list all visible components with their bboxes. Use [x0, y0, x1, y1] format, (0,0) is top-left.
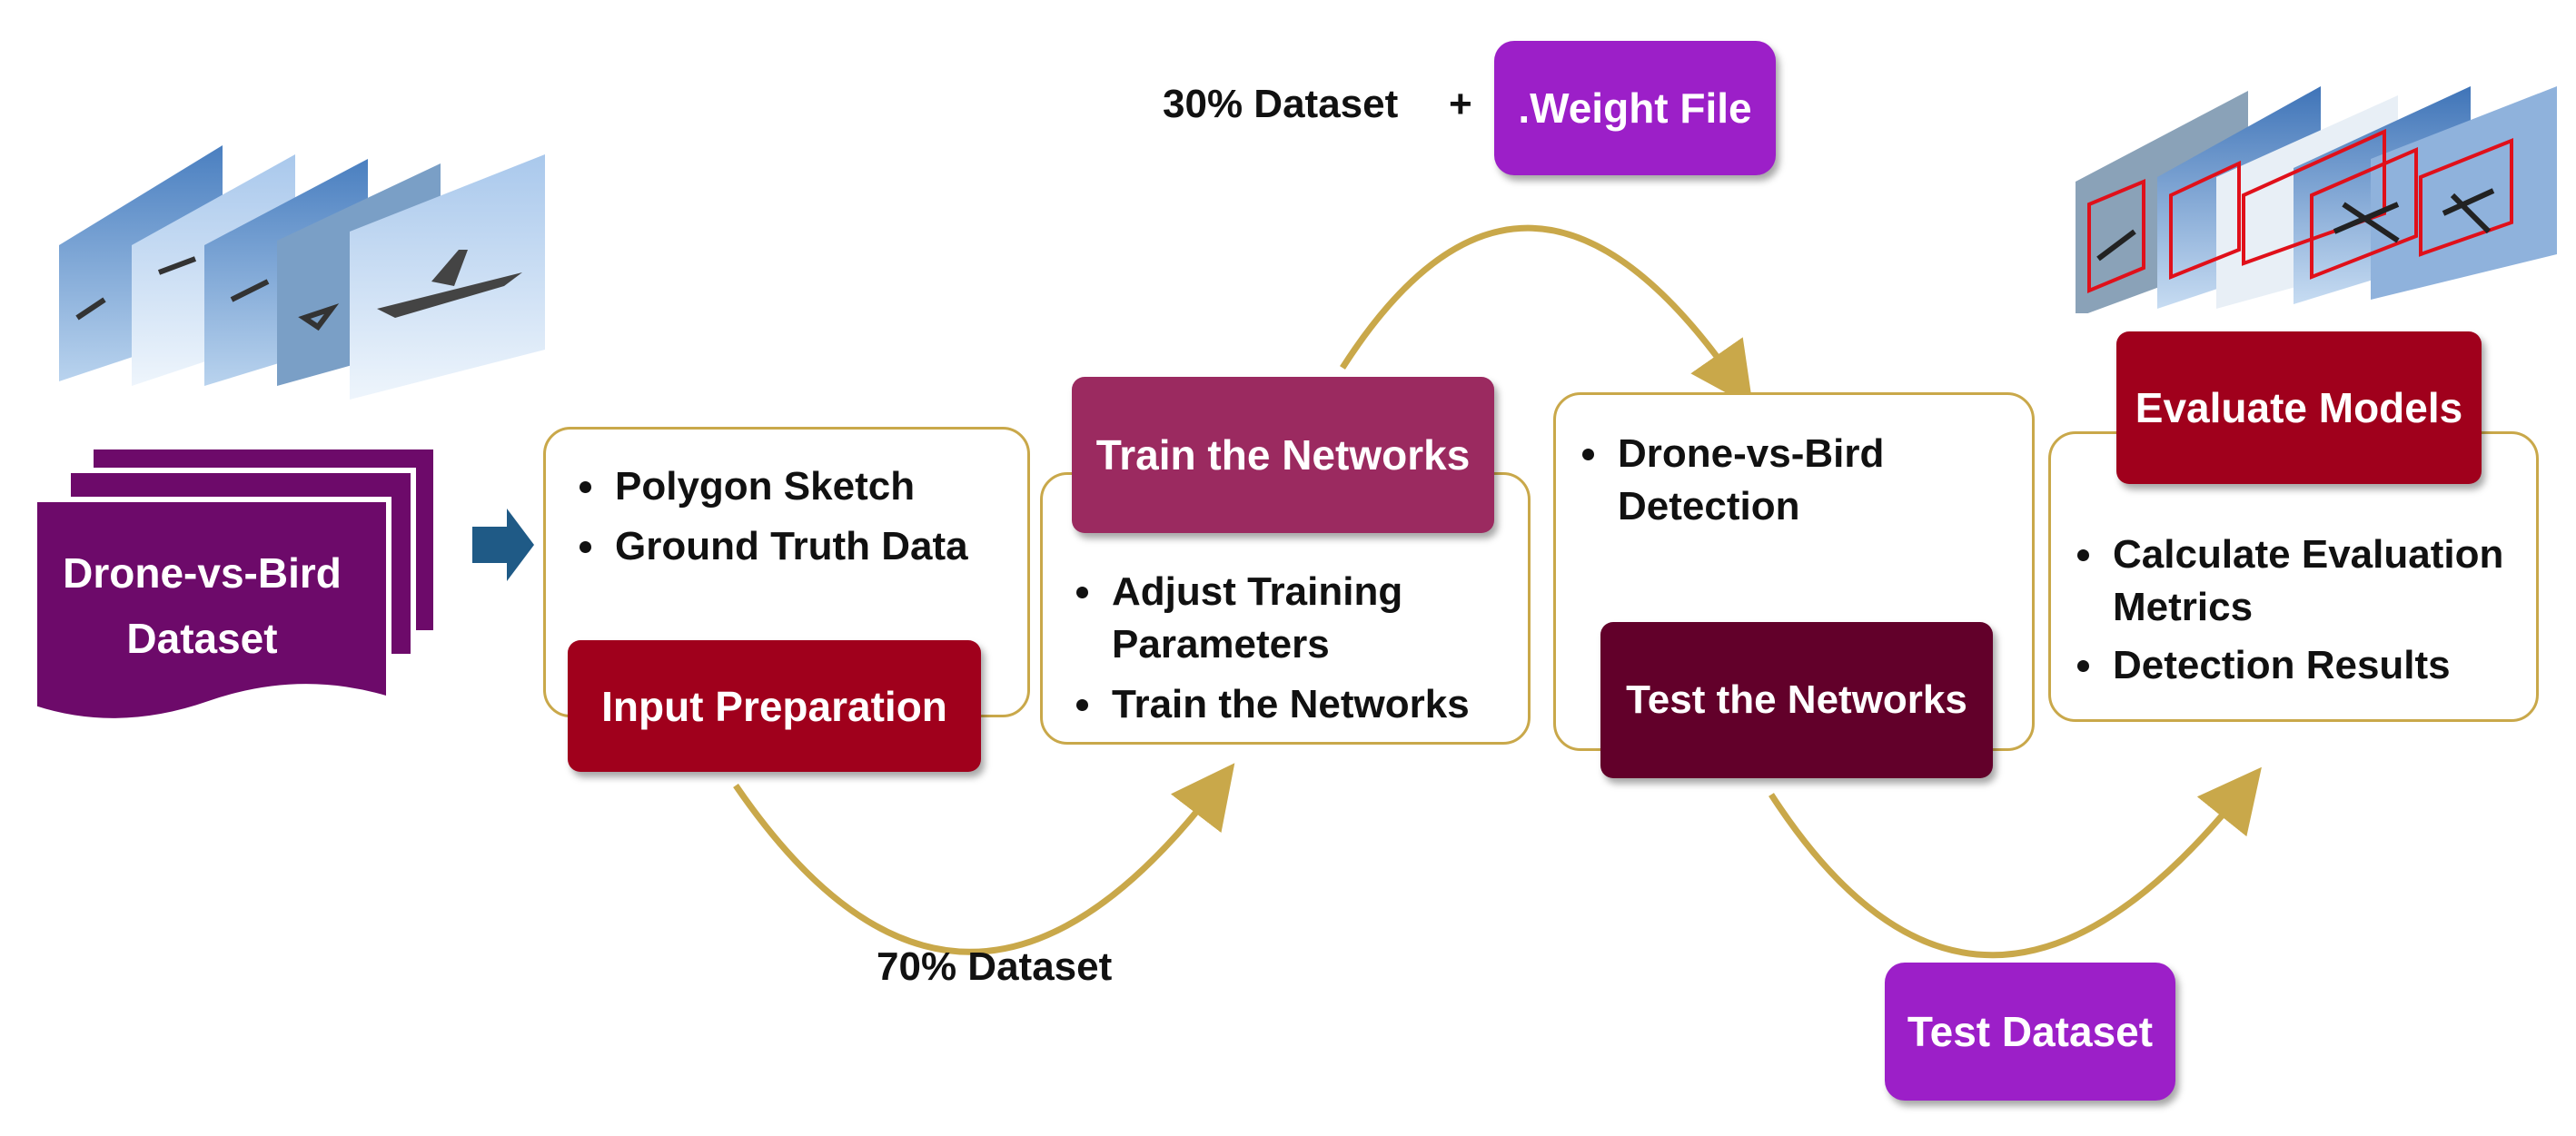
test-dataset-label: Test Dataset — [1885, 963, 2175, 1101]
arc-input-to-train — [733, 763, 1235, 955]
evaluate-models-bullets: Calculate Evaluation Metrics Detection R… — [2051, 528, 2536, 692]
test-networks-label: Test the Networks — [1600, 622, 1993, 778]
arc-test-to-evaluate — [1769, 766, 2262, 959]
weight-file-label: .Weight File — [1494, 41, 1776, 175]
bullet-item: Adjust Training Parameters — [1106, 566, 1457, 671]
train-networks-bullets: Adjust Training Parameters Train the Net… — [1043, 566, 1528, 731]
bullet-item: Polygon Sketch — [609, 460, 1027, 513]
arc-train-to-test — [1340, 224, 1754, 408]
bullet-item: Drone-vs-Bird Detection — [1612, 428, 1936, 533]
evaluate-models-label: Evaluate Models — [2116, 331, 2482, 484]
plus-sign: + — [1449, 82, 1472, 126]
bullet-item: Ground Truth Data — [609, 520, 1027, 573]
arrow-right-icon — [472, 509, 534, 581]
split-30-label: 30% Dataset — [1163, 82, 1399, 126]
input-preparation-label: Input Preparation — [568, 640, 981, 772]
bullet-item: Calculate Evaluation Metrics — [2107, 528, 2512, 634]
bullet-item: Detection Results — [2107, 639, 2536, 692]
test-networks-bullets: Drone-vs-Bird Detection — [1556, 428, 2032, 533]
bullet-item: Train the Networks — [1106, 678, 1528, 731]
detection-image-stack — [2076, 86, 2557, 313]
input-preparation-bullets: Polygon Sketch Ground Truth Data — [546, 460, 1027, 573]
dataset-title: Drone-vs-Bird Dataset — [63, 549, 342, 662]
dataset-image-stack — [59, 145, 545, 400]
train-networks-label: Train the Networks — [1072, 377, 1494, 533]
split-70-label: 70% Dataset — [877, 944, 1113, 989]
dataset-document-stack — [32, 444, 439, 724]
